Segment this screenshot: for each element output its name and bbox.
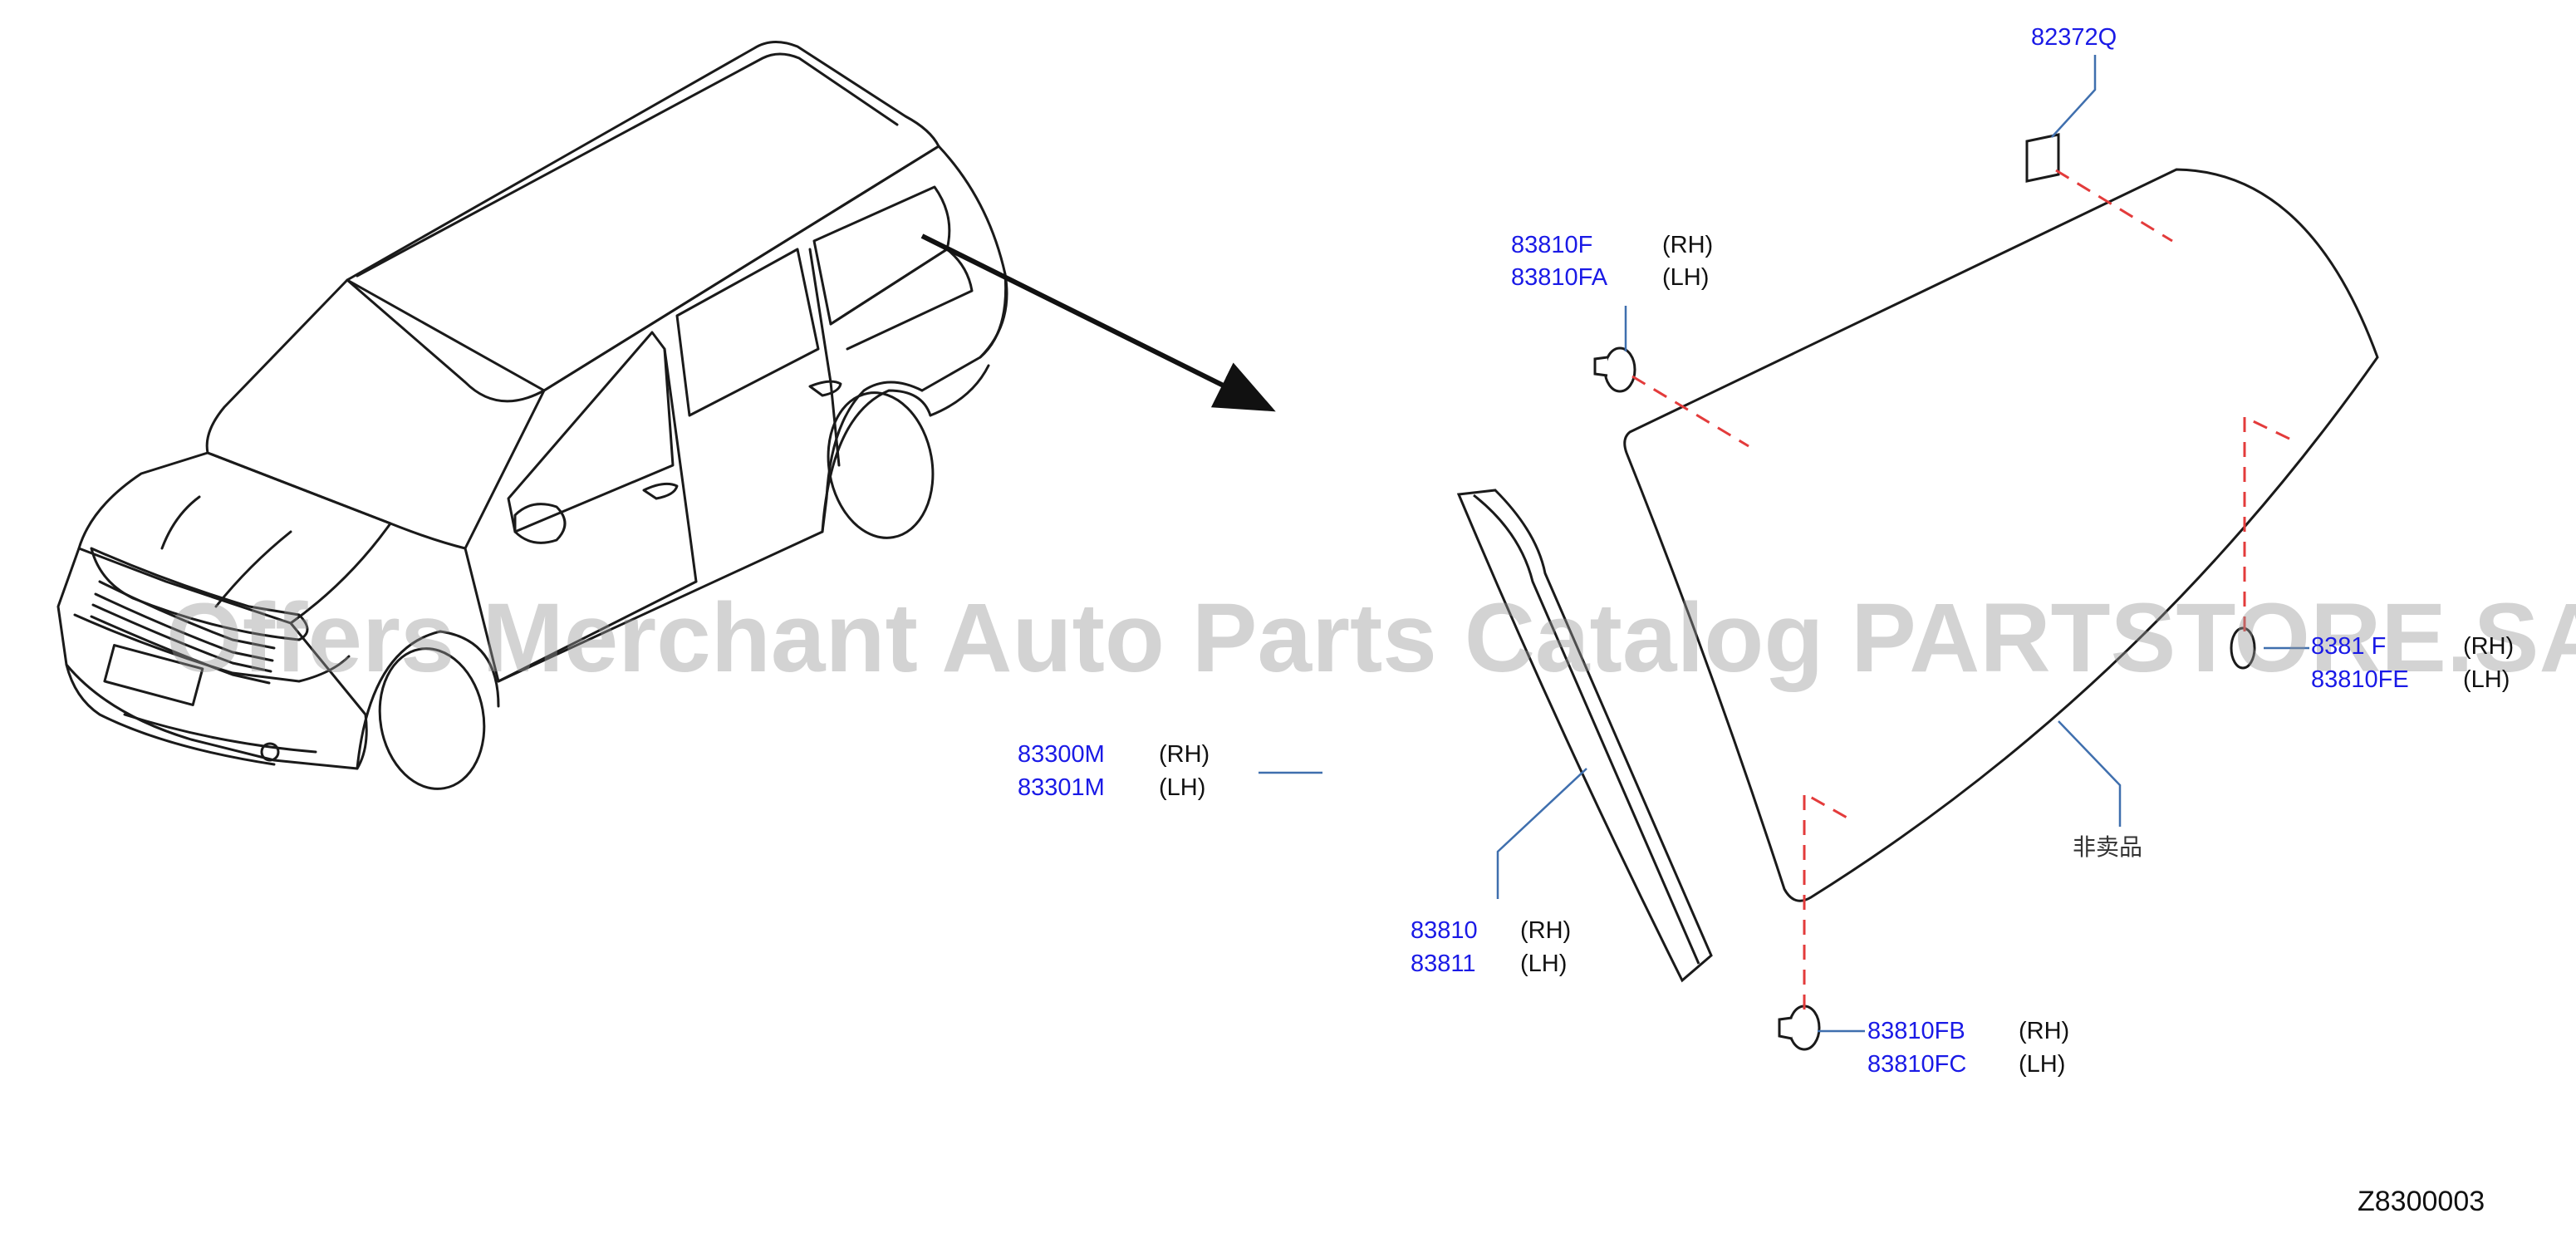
hidden-lines [1631,169,2294,1009]
part-number-83811[interactable]: 83811 [1411,951,1476,977]
clip-icon [2230,626,2256,670]
part-number-83301m[interactable]: 83301M [1018,774,1105,801]
part-number-83810fe[interactable]: 83810FE [2311,666,2409,693]
part-number-83810fb[interactable]: 83810FB [1867,1018,1965,1044]
side-rh-label: (RH) [1662,232,1714,258]
side-rh-label: (RH) [1520,917,1572,944]
not-for-sale-note: 非卖品 [2073,833,2143,861]
part-number-83810fc[interactable]: 83810FC [1867,1051,1967,1078]
clip-icon [1778,1005,1821,1051]
vehicle-illustration [56,41,1008,790]
side-rh-label: (RH) [1159,741,1210,768]
side-lh-label: (LH) [1662,264,1710,291]
moulding-strip [1456,489,1713,983]
part-number-83810fa[interactable]: 83810FA [1511,264,1608,291]
part-number-83810[interactable]: 83810 [1411,917,1478,944]
side-lh-label: (LH) [2019,1051,2066,1078]
side-lh-label: (LH) [1159,774,1206,801]
part-number-83300m[interactable]: 83300M [1018,741,1105,768]
part-number-82372q[interactable]: 82372Q [2031,24,2117,51]
side-lh-label: (LH) [1520,951,1568,977]
side-lh-label: (LH) [2463,666,2510,693]
side-rh-label: (RH) [2019,1018,2070,1044]
part-number-8381-f[interactable]: 8381 F [2311,633,2387,660]
part-number-83810f[interactable]: 83810F [1511,232,1593,258]
diagram-code: Z8300003 [2358,1186,2485,1217]
side-rh-label: (RH) [2463,633,2515,660]
clip-icon [1593,346,1636,393]
pointer-arrow [920,233,1276,412]
leader-lines [1259,55,2309,1033]
spacer-block-icon [2025,133,2060,183]
quarter-glass [1623,168,2379,902]
